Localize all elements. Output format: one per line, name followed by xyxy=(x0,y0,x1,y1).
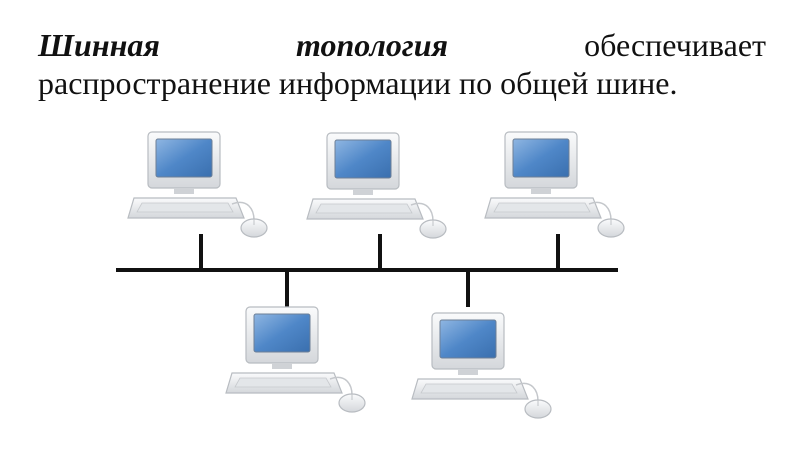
caption-line-2: распространение информации по общей шине… xyxy=(38,65,678,101)
computer-icon-top-1 xyxy=(127,131,268,238)
term-word-1: Шинная xyxy=(38,27,160,63)
computer-icon-top-2 xyxy=(306,132,447,239)
computer-icon-top-3 xyxy=(484,131,625,238)
caption-verb: обеспечивает xyxy=(584,27,766,63)
computer-icon-bottom-2 xyxy=(411,312,552,419)
caption-line-1: Шинная топология обеспечивает xyxy=(38,26,766,64)
computer-icon-bottom-1 xyxy=(225,306,366,413)
caption: Шинная топология обеспечивает распростра… xyxy=(38,26,766,102)
term-word-2: топология xyxy=(295,27,448,63)
